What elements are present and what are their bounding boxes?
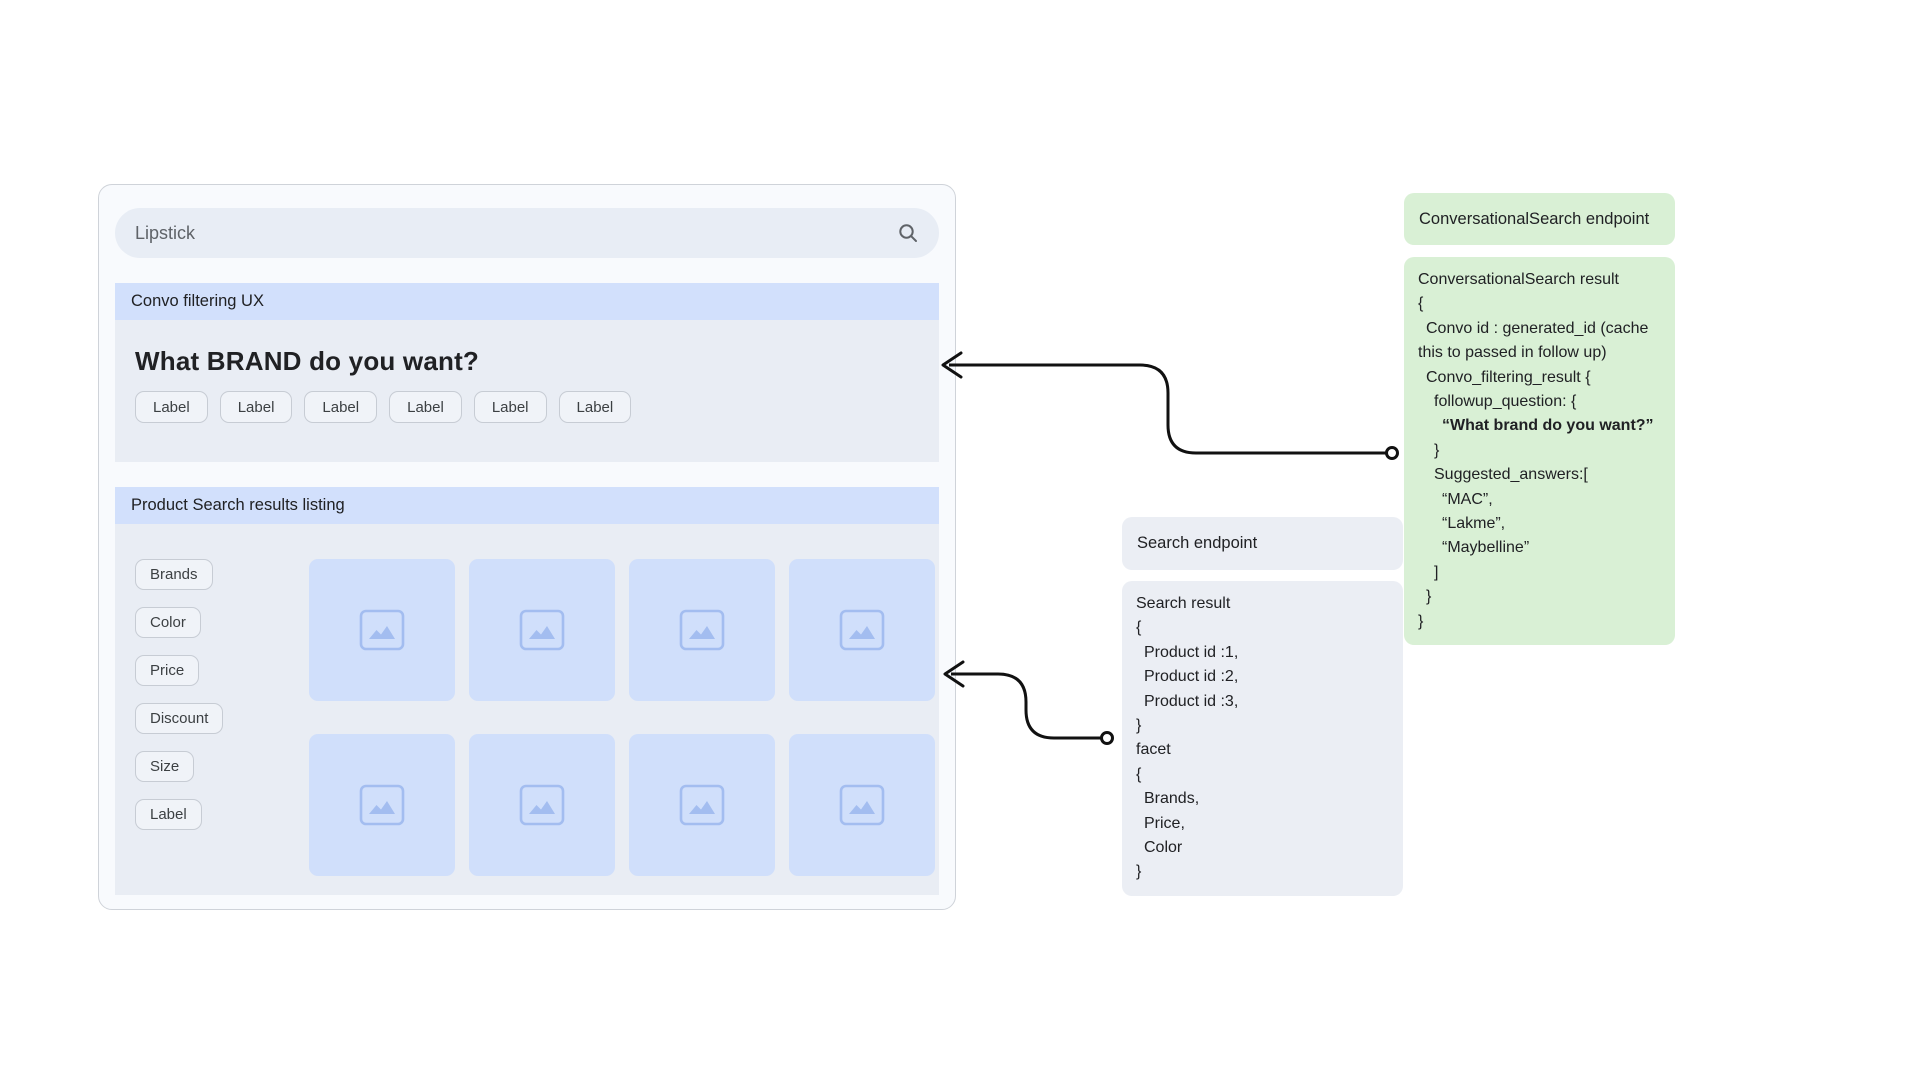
code-line: “Maybelline” — [1442, 539, 1530, 557]
convo-filtering-header-label: Convo filtering UX — [131, 292, 264, 310]
code-line: Convo id : generated_id (cache — [1426, 319, 1649, 337]
image-placeholder-icon — [839, 784, 885, 825]
code-line: Brands, — [1144, 790, 1200, 808]
facet-button[interactable]: Size — [135, 751, 195, 782]
search-result-note: Search result{Product id :1,Product id :… — [1122, 581, 1403, 896]
answer-chip[interactable]: Label — [389, 391, 462, 423]
code-line: Search result — [1136, 595, 1231, 612]
product-tile[interactable] — [469, 559, 615, 701]
image-placeholder-icon — [519, 609, 565, 651]
facet-button[interactable]: Brands — [135, 559, 213, 590]
code-line: “MAC”, — [1442, 490, 1493, 508]
product-tile[interactable] — [469, 733, 615, 876]
facet-button[interactable]: Label — [135, 799, 202, 830]
search-endpoint-label: Search endpoint — [1137, 534, 1258, 552]
search-icon[interactable] — [897, 222, 919, 244]
search-endpoint-note: Search endpoint — [1122, 517, 1403, 570]
code-line: } — [1418, 612, 1424, 630]
product-tile[interactable] — [309, 559, 455, 701]
code-line: followup_question: { — [1434, 393, 1577, 411]
image-placeholder-icon — [519, 784, 565, 825]
answer-chip[interactable]: Label — [135, 391, 208, 423]
code-line: Suggested_answers:[ — [1434, 466, 1588, 484]
results-header-label: Product Search results listing — [131, 496, 345, 514]
facet-button[interactable]: Color — [135, 607, 201, 638]
product-tile[interactable] — [629, 733, 775, 876]
conversational-result-note: ConversationalSearch result {Convo id : g… — [1404, 257, 1675, 646]
search-bar[interactable]: Lipstick — [115, 208, 939, 258]
facet-button[interactable]: Discount — [135, 703, 224, 734]
answer-chip[interactable]: Label — [304, 391, 378, 423]
search-ui-mockup: Lipstick Convo filtering UX What BRAND d… — [98, 184, 956, 910]
followup-question-text: What BRAND do you want? — [135, 346, 480, 376]
results-header: Product Search results listing — [115, 487, 939, 524]
convo-filtering-section: What BRAND do you want? Label Label Labe… — [115, 320, 939, 462]
answer-chip[interactable]: Label — [219, 391, 293, 423]
image-placeholder-icon — [679, 784, 725, 825]
code-line: Color — [1144, 839, 1183, 857]
code-line: } — [1434, 441, 1440, 459]
code-line: ] — [1434, 563, 1439, 581]
image-placeholder-icon — [839, 609, 885, 651]
answer-chip-row: Label Label Label Label Label Label — [135, 391, 919, 423]
product-tile[interactable] — [789, 733, 935, 876]
conversational-endpoint-label: ConversationalSearch endpoint — [1419, 209, 1650, 228]
convo-filtering-header: Convo filtering UX — [115, 283, 939, 320]
code-line: this to passed in follow up) — [1418, 344, 1607, 362]
product-tile[interactable] — [629, 559, 775, 701]
facet-column: Brands Color Price Discount Size Label — [135, 559, 309, 895]
code-line: { — [1136, 619, 1142, 637]
code-line: ConversationalSearch result — [1418, 271, 1619, 288]
code-line: { — [1136, 765, 1142, 783]
conversational-endpoint-note: ConversationalSearch endpoint — [1404, 193, 1675, 245]
product-tile[interactable] — [789, 559, 935, 701]
arrow-conversational-to-question — [941, 351, 1399, 460]
product-grid — [309, 559, 935, 895]
image-placeholder-icon — [679, 609, 725, 651]
code-line: Product id :2, — [1144, 668, 1239, 686]
code-line: Convo_filtering_result { — [1426, 368, 1591, 386]
answer-chip[interactable]: Label — [473, 391, 547, 423]
search-input-text: Lipstick — [135, 222, 196, 243]
code-line: Product id :3, — [1144, 692, 1239, 710]
code-line: } — [1136, 717, 1142, 735]
code-line: Product id :1, — [1144, 643, 1239, 661]
code-line: “What brand do you want?” — [1442, 417, 1654, 435]
answer-chip[interactable]: Label — [558, 391, 632, 423]
code-line: } — [1426, 588, 1432, 606]
arrow-search-to-results — [943, 660, 1114, 745]
code-line: “Lakme”, — [1442, 515, 1506, 533]
image-placeholder-icon — [359, 784, 405, 825]
code-line: } — [1136, 863, 1142, 881]
product-tile[interactable] — [309, 733, 455, 876]
code-line: Price, — [1144, 814, 1185, 832]
image-placeholder-icon — [359, 609, 405, 651]
code-line: { — [1418, 295, 1424, 313]
facet-button[interactable]: Price — [135, 655, 200, 686]
code-line: facet — [1136, 741, 1171, 759]
results-section: Brands Color Price Discount Size Label — [115, 524, 939, 895]
